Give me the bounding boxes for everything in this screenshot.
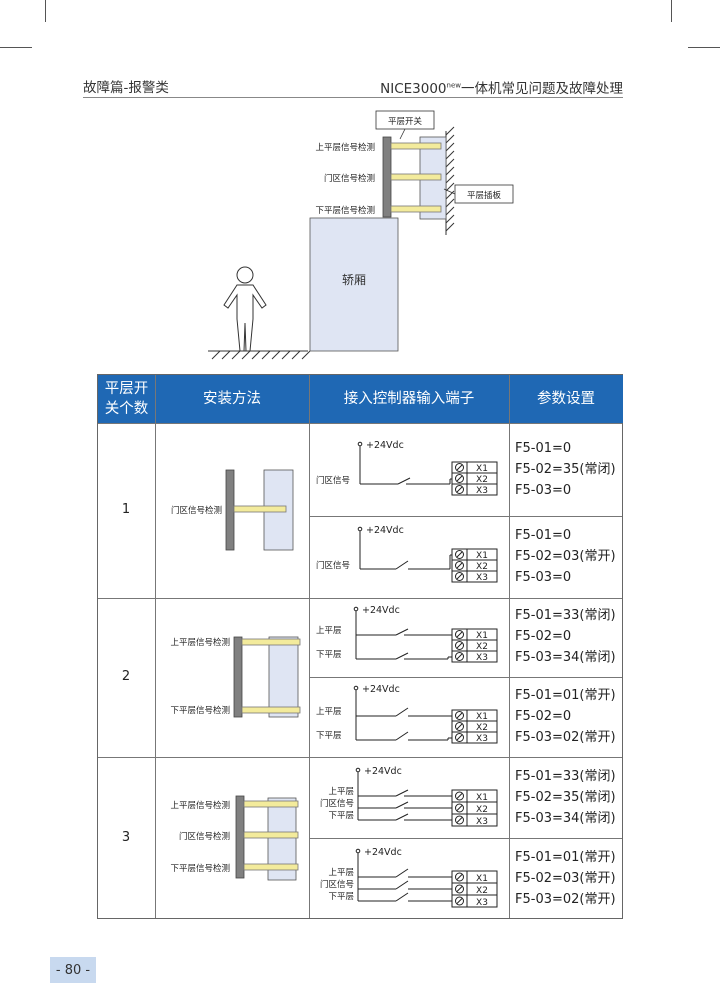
page-number: - 80 - [50,957,96,983]
crop-mark [45,0,46,22]
svg-text:+24Vdc: +24Vdc [362,684,400,695]
col-header-count: 平层开 关个数 [98,375,155,423]
svg-text:X2: X2 [476,642,488,652]
grid-line [309,516,622,517]
crop-mark [0,47,32,48]
section-title: 故障篇-报警类 [83,80,169,96]
svg-text:门区信号: 门区信号 [320,798,354,809]
car-label: 轿厢 [342,272,366,287]
svg-text:X1: X1 [476,631,488,641]
svg-text:门区信号: 门区信号 [316,475,350,486]
wiring-diagram-2b: +24Vdc 上平层 下平层 X1 X2 X3 [316,684,498,744]
switch-count: 1 [121,502,131,517]
col-header-terminal: 接入控制器输入端子 [309,375,509,423]
svg-text:X2: X2 [476,723,488,733]
svg-text:X3: X3 [476,734,488,744]
svg-text:X3: X3 [476,573,488,583]
svg-text:X1: X1 [476,793,488,803]
grid-line [98,757,622,758]
svg-text:+24Vdc: +24Vdc [364,847,402,858]
svg-text:上平层: 上平层 [328,868,354,878]
down-label: 下平层信号检测 [315,205,375,216]
svg-text:门区信号检测: 门区信号检测 [171,505,222,516]
install-diagram-3: 上平层信号检测 门区信号检测 下平层信号检测 [170,795,299,881]
grid-line [309,677,622,678]
install-diagram-2: 上平层信号检测 下平层信号检测 [170,636,301,718]
svg-text:X2: X2 [476,886,488,896]
svg-text:X3: X3 [476,653,488,663]
wiring-diagram-3b: +24Vdc 上平层 门区信号 下平层 X1 X2 X3 [320,847,498,908]
switch-label: 平层开关 [388,116,423,127]
grid-line [98,598,622,599]
svg-text:X1: X1 [476,874,488,884]
svg-text:X3: X3 [476,898,488,908]
wiring-diagram-1b: +24Vdc 门区信号 X1 X2 X3 [316,525,498,583]
header-rule [83,97,623,98]
switch-count: 3 [121,830,131,845]
book-title: NICE3000new一体机常见问题及故障处理 [380,81,623,97]
svg-text:门区信号检测: 门区信号检测 [179,831,230,842]
levelling-switch-table: 平层开 关个数 安装方法 接入控制器输入端子 参数设置 1 2 3 门区信号检测… [97,374,623,919]
svg-text:X1: X1 [476,464,488,474]
svg-text:+24Vdc: +24Vdc [364,766,402,777]
sensor-up [390,142,442,150]
svg-text:X1: X1 [476,551,488,561]
svg-text:下平层: 下平层 [328,811,354,821]
grid-line [309,838,622,839]
grid-line [98,423,622,424]
svg-text:下平层: 下平层 [316,731,342,741]
svg-text:下平层信号检测: 下平层信号检测 [170,863,230,874]
svg-text:X1: X1 [476,712,488,722]
crop-mark [688,47,720,48]
svg-text:上平层: 上平层 [316,626,342,636]
sensor-door [390,173,442,181]
param-settings: F5-01=01(常开) F5-02=0 F5-03=02(常开) [515,688,616,745]
svg-text:+24Vdc: +24Vdc [366,525,404,536]
person-icon [223,266,267,352]
svg-text:下平层: 下平层 [328,892,354,902]
svg-text:X3: X3 [476,817,488,827]
wiring-diagram-1a: +24Vdc 门区信号 X1 X2 X3 [316,440,498,496]
svg-text:上平层: 上平层 [316,707,342,717]
svg-text:上平层: 上平层 [328,787,354,797]
param-settings: F5-01=33(常闭) F5-02=0 F5-03=34(常闭) [515,608,616,665]
col-header-install: 安装方法 [155,375,309,423]
grid-line [155,375,156,918]
svg-text:+24Vdc: +24Vdc [362,605,400,616]
sensor-down [390,205,442,213]
grid-line [309,375,310,918]
svg-text:+24Vdc: +24Vdc [366,440,404,451]
param-settings: F5-01=0 F5-02=03(常开) F5-03=0 [515,528,616,585]
switch-count: 2 [121,669,131,684]
svg-text:X2: X2 [476,805,488,815]
up-label: 上平层信号检测 [315,142,375,153]
param-settings: F5-01=01(常开) F5-02=03(常开) F5-03=02(常开) [515,850,616,907]
crop-mark [671,0,672,22]
svg-text:门区信号: 门区信号 [316,560,350,571]
installation-diagram: 轿厢 平层开关 平层插板 上平层信号检测 门区信号检测 下平层信号检测 [208,110,514,360]
grid-line [509,375,510,918]
svg-text:上平层信号检测: 上平层信号检测 [170,800,230,811]
param-settings: F5-01=0 F5-02=35(常闭) F5-03=0 [515,441,616,498]
svg-text:下平层: 下平层 [316,650,342,660]
svg-text:门区信号: 门区信号 [320,879,354,890]
col-header-params: 参数设置 [509,375,623,423]
door-label: 门区信号检测 [324,173,375,184]
svg-text:下平层信号检测: 下平层信号检测 [170,705,230,716]
svg-text:X3: X3 [476,486,488,496]
param-settings: F5-01=33(常闭) F5-02=35(常闭) F5-03=34(常闭) [515,769,616,826]
svg-text:X2: X2 [476,562,488,572]
svg-text:上平层信号检测: 上平层信号检测 [170,637,230,648]
wiring-diagram-2a: +24Vdc 上平层 下平层 X1 X2 X3 [316,605,498,663]
plate-label: 平层插板 [467,190,502,201]
svg-text:X2: X2 [476,475,488,485]
install-diagram-1: 门区信号检测 [171,469,294,551]
wiring-diagram-3a: +24Vdc 上平层 门区信号 下平层 X1 X2 X3 [320,766,498,827]
